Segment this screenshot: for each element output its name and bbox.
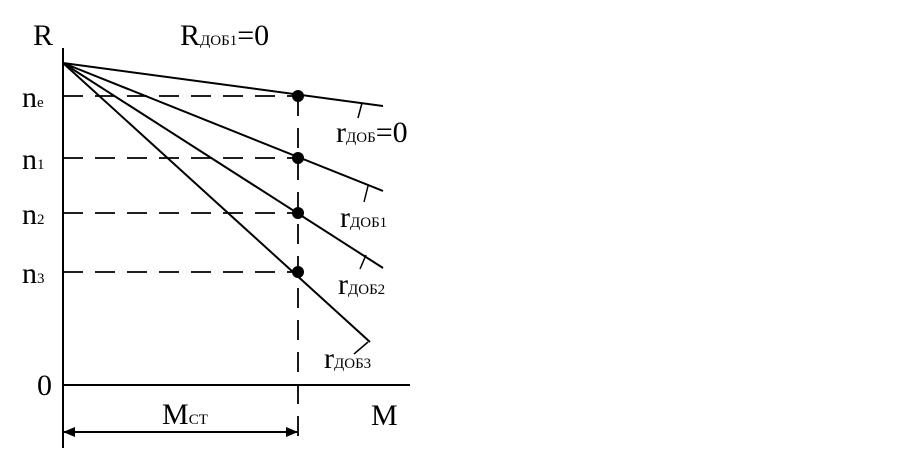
top-label: RДОБ1=0 (180, 19, 269, 52)
characteristic-line-rdob2 (62, 62, 384, 269)
mst-label: MСТ (162, 398, 208, 431)
curve-label-rdob2: rДОБ2 (338, 268, 385, 301)
origin-label: 0 (37, 369, 52, 402)
curve-label-rdob1: rДОБ1 (340, 201, 387, 234)
leader-rdob0 (357, 102, 363, 119)
speed-label-n2: n2 (22, 198, 45, 231)
leader-rdob3 (353, 341, 369, 355)
speed-label-ne: ne (22, 81, 44, 114)
x-axis-label: M (371, 399, 398, 432)
leader-rdob1 (363, 185, 369, 203)
intersection-point-n1 (292, 152, 304, 164)
intersection-point-n2 (292, 207, 304, 219)
characteristic-line-rdob0 (62, 62, 384, 107)
intersection-point-ne (292, 90, 304, 102)
characteristic-line-rdob1 (62, 62, 384, 192)
characteristic-line-rdob3 (62, 62, 371, 343)
speed-label-n1: n1 (22, 143, 45, 176)
curve-label-rdob3: rДОБ3 (324, 342, 371, 375)
curve-label-rdob0: rДОБ=0 (336, 116, 408, 149)
speed-label-n3: n3 (22, 257, 45, 290)
leader-rdob2 (359, 254, 367, 270)
y-axis-label: R (33, 19, 53, 52)
intersection-point-n3 (292, 266, 304, 278)
